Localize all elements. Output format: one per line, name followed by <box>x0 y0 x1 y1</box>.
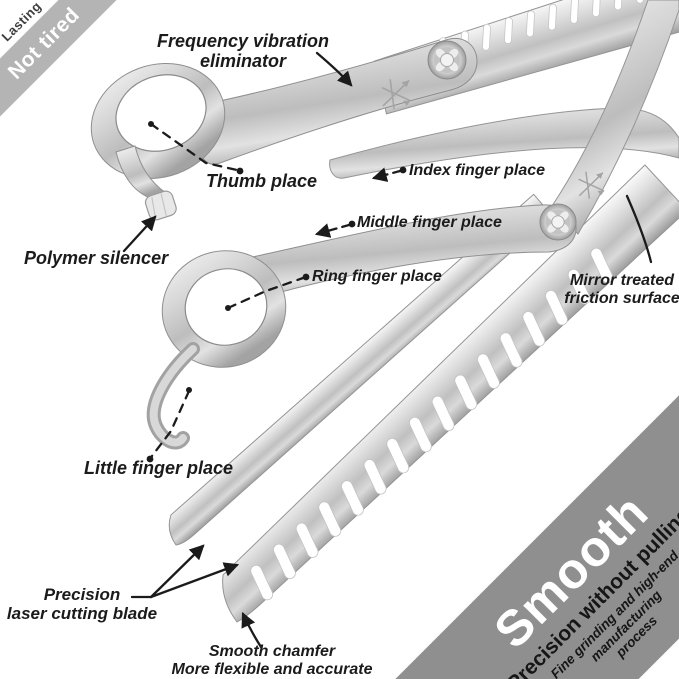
polymer-silencer-knob <box>144 190 177 221</box>
precision-blade-label-line1: Precision <box>43 585 121 604</box>
chamfer-arrow <box>241 611 263 649</box>
middle-leader-dashed <box>314 223 351 238</box>
ring-finger-place-label: Ring finger place <box>312 268 442 285</box>
polymer-arrow <box>122 215 157 253</box>
mirror-surface-label-line1: Mirror treated <box>569 272 675 289</box>
little-finger-place-label: Little finger place <box>84 458 234 478</box>
smooth-chamfer-label-line1: Smooth chamfer <box>208 643 336 660</box>
precision-blade-label: Precision laser cutting blade <box>6 585 158 623</box>
little-leader-dashed <box>150 389 191 458</box>
ring-leader-dashed <box>226 276 305 310</box>
thumb-leader-dashed <box>149 122 239 172</box>
index-finger-place-label: Index finger place <box>409 162 546 179</box>
polymer-silencer-label: Polymer silencer <box>24 248 169 268</box>
upper-scissors <box>90 0 679 221</box>
middle-finger-place-label: Middle finger place <box>357 214 502 231</box>
precision-arrow-smooth-blade <box>149 544 205 599</box>
smooth-chamfer-label-line2: More flexible and accurate <box>171 660 373 678</box>
smooth-chamfer-label: Smooth chamfer More flexible and accurat… <box>140 643 404 678</box>
thumb-place-label: Thumb place <box>206 171 318 191</box>
mirror-leader <box>625 194 653 264</box>
frequency-eliminator-label-line2: eliminator <box>199 50 287 71</box>
star-logo-icon <box>381 79 411 110</box>
upper-scissors-lower-arm <box>329 107 679 179</box>
lower-scissors <box>146 0 679 623</box>
little-finger-hook <box>146 342 200 450</box>
frequency-eliminator-label-line1: Frequency vibration <box>156 31 330 51</box>
index-leader-dashed <box>371 167 402 182</box>
leader-dots <box>146 121 407 463</box>
star-logo-icon <box>578 171 605 199</box>
pivot-screw-upper <box>427 40 467 80</box>
mirror-surface-label-line2: friction surface <box>564 289 679 307</box>
frequency-eliminator-label: Frequency vibration eliminator <box>126 31 360 72</box>
frequency-arrow <box>315 51 353 87</box>
callout-leaders <box>122 51 653 649</box>
precision-arrow-chunker-blade <box>149 562 240 599</box>
mirror-surface-label: Mirror treated friction surface <box>548 272 679 307</box>
pivot-screw-lower <box>539 203 577 241</box>
precision-blade-label-line2: laser cutting blade <box>6 603 158 623</box>
